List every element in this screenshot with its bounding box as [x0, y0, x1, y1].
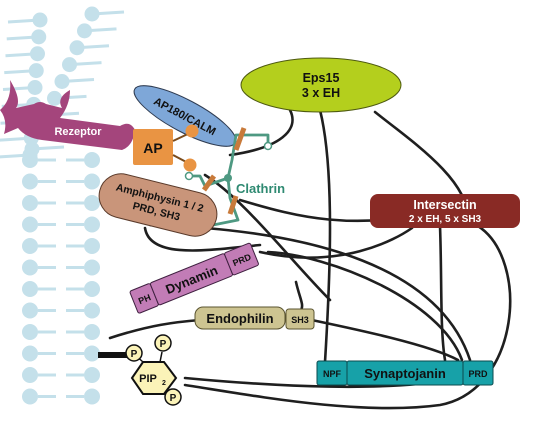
lipid-head [22, 173, 38, 190]
lipid-tail [61, 78, 95, 83]
lipid-head [84, 345, 100, 362]
lipid-head [84, 238, 100, 254]
lipid-head [84, 195, 100, 211]
dynamin: PH Dynamin PRD [129, 242, 259, 314]
lipid-tail [91, 10, 125, 16]
line-dynamin-synaptojanin [266, 250, 464, 362]
ap-ear-top [185, 124, 199, 138]
intersectin-label-1: Intersectin [413, 198, 476, 212]
amphiphysin: Amphiphysin 1 / 2 PRD, SH3 [98, 173, 218, 237]
line-eps15-ap [228, 108, 294, 157]
eps15-label-2: 3 x EH [302, 86, 340, 100]
synaptojanin-npf-label: NPF [323, 369, 342, 379]
receptor: Rezeptor [0, 80, 135, 150]
line-dynamin-endophilin [294, 280, 304, 314]
line-intersectin-pip2 [183, 224, 512, 410]
lipid-head [22, 324, 38, 340]
lipid-tail [76, 44, 110, 50]
pip2-subscript: 2 [162, 380, 166, 387]
endophilin-shape [194, 306, 286, 330]
lipid-head [22, 152, 38, 168]
lipid-head [84, 173, 100, 190]
phosphate-2 [154, 334, 172, 352]
eps15-label-1: Eps15 [303, 71, 340, 85]
lipid-head [22, 238, 38, 254]
dynamin-ph-label: PH [137, 292, 152, 306]
lipid-head [84, 367, 100, 383]
line-dynamin-intersectin [258, 226, 414, 259]
receptor-shape [0, 80, 135, 150]
clathrin-label: Clathrin [236, 181, 285, 196]
phosphate-1-label: P [131, 349, 138, 360]
line-amphiphysin-synaptojanin [148, 223, 472, 362]
phosphate-3 [164, 388, 182, 406]
synaptojanin-prd-label: PRD [468, 369, 488, 379]
synaptojanin-label: Synaptojanin [364, 366, 446, 381]
lipid-head [22, 259, 38, 276]
line-intersectin-synaptojanin [438, 224, 447, 362]
line-endophilin-synaptojanin [300, 316, 460, 362]
dynamin-prd-domain [224, 242, 259, 276]
intersectin: Intersectin 2 x EH, 5 x SH3 [370, 194, 520, 228]
pip2: P P P PIP 2 [98, 334, 182, 406]
lipid-tail [4, 69, 37, 75]
clathrin-hub [224, 174, 232, 182]
lipid-tail [2, 86, 36, 91]
intersectin-shape [370, 194, 520, 228]
lipid-head [84, 216, 100, 233]
pip2-label: PIP [139, 373, 157, 385]
ap-adaptor: AP [133, 124, 199, 172]
lipid-head [84, 259, 100, 276]
lipid-tail [69, 61, 102, 67]
ap-body [133, 129, 173, 165]
lipid-tail [5, 52, 38, 58]
lipid-head [84, 152, 100, 168]
lipid-head [22, 302, 38, 319]
lipid-head [22, 345, 38, 362]
lipid-head [22, 216, 38, 233]
lipid-head [84, 388, 100, 405]
synaptojanin: NPF Synaptojanin PRD [316, 360, 494, 386]
endophilin-label: Endophilin [206, 311, 273, 326]
lipid-tail [54, 94, 87, 100]
phosphate-2-label: P [160, 339, 167, 350]
lipid-head [84, 302, 100, 319]
lipid-tail [7, 18, 41, 24]
synaptojanin-prd-domain [462, 360, 494, 386]
line-amphiphysin-dynamin [203, 173, 332, 302]
lipid-tail [6, 35, 39, 41]
endophilin: Endophilin SH3 [194, 306, 315, 330]
line-endophilin-membrane [108, 318, 202, 340]
lipid-tail [84, 27, 117, 33]
lipid-head [22, 367, 38, 383]
lipid-head [22, 195, 38, 211]
endophilin-sh3-label: SH3 [291, 315, 309, 325]
line-eps15-synaptojanin [318, 108, 332, 364]
endophilin-sh3-domain [285, 308, 315, 330]
receptor-label: Rezeptor [54, 126, 102, 138]
clathrin [184, 127, 273, 228]
eps15-shape [240, 57, 402, 113]
intersectin-label-2: 2 x EH, 5 x SH3 [409, 214, 482, 225]
lipid-head [84, 281, 100, 297]
lipid-head [22, 281, 38, 297]
lipid-tail [0, 136, 32, 142]
ap-ear-bottom [183, 158, 197, 172]
eps15: Eps15 3 x EH [240, 57, 402, 113]
lipid-tail [31, 145, 65, 151]
amphiphysin-shape [98, 173, 218, 237]
phosphate-1 [125, 344, 143, 362]
phosphate-3-label: P [170, 393, 177, 404]
lipid-head [84, 324, 100, 340]
ap-label: AP [143, 140, 162, 156]
lipid-head [22, 388, 38, 405]
